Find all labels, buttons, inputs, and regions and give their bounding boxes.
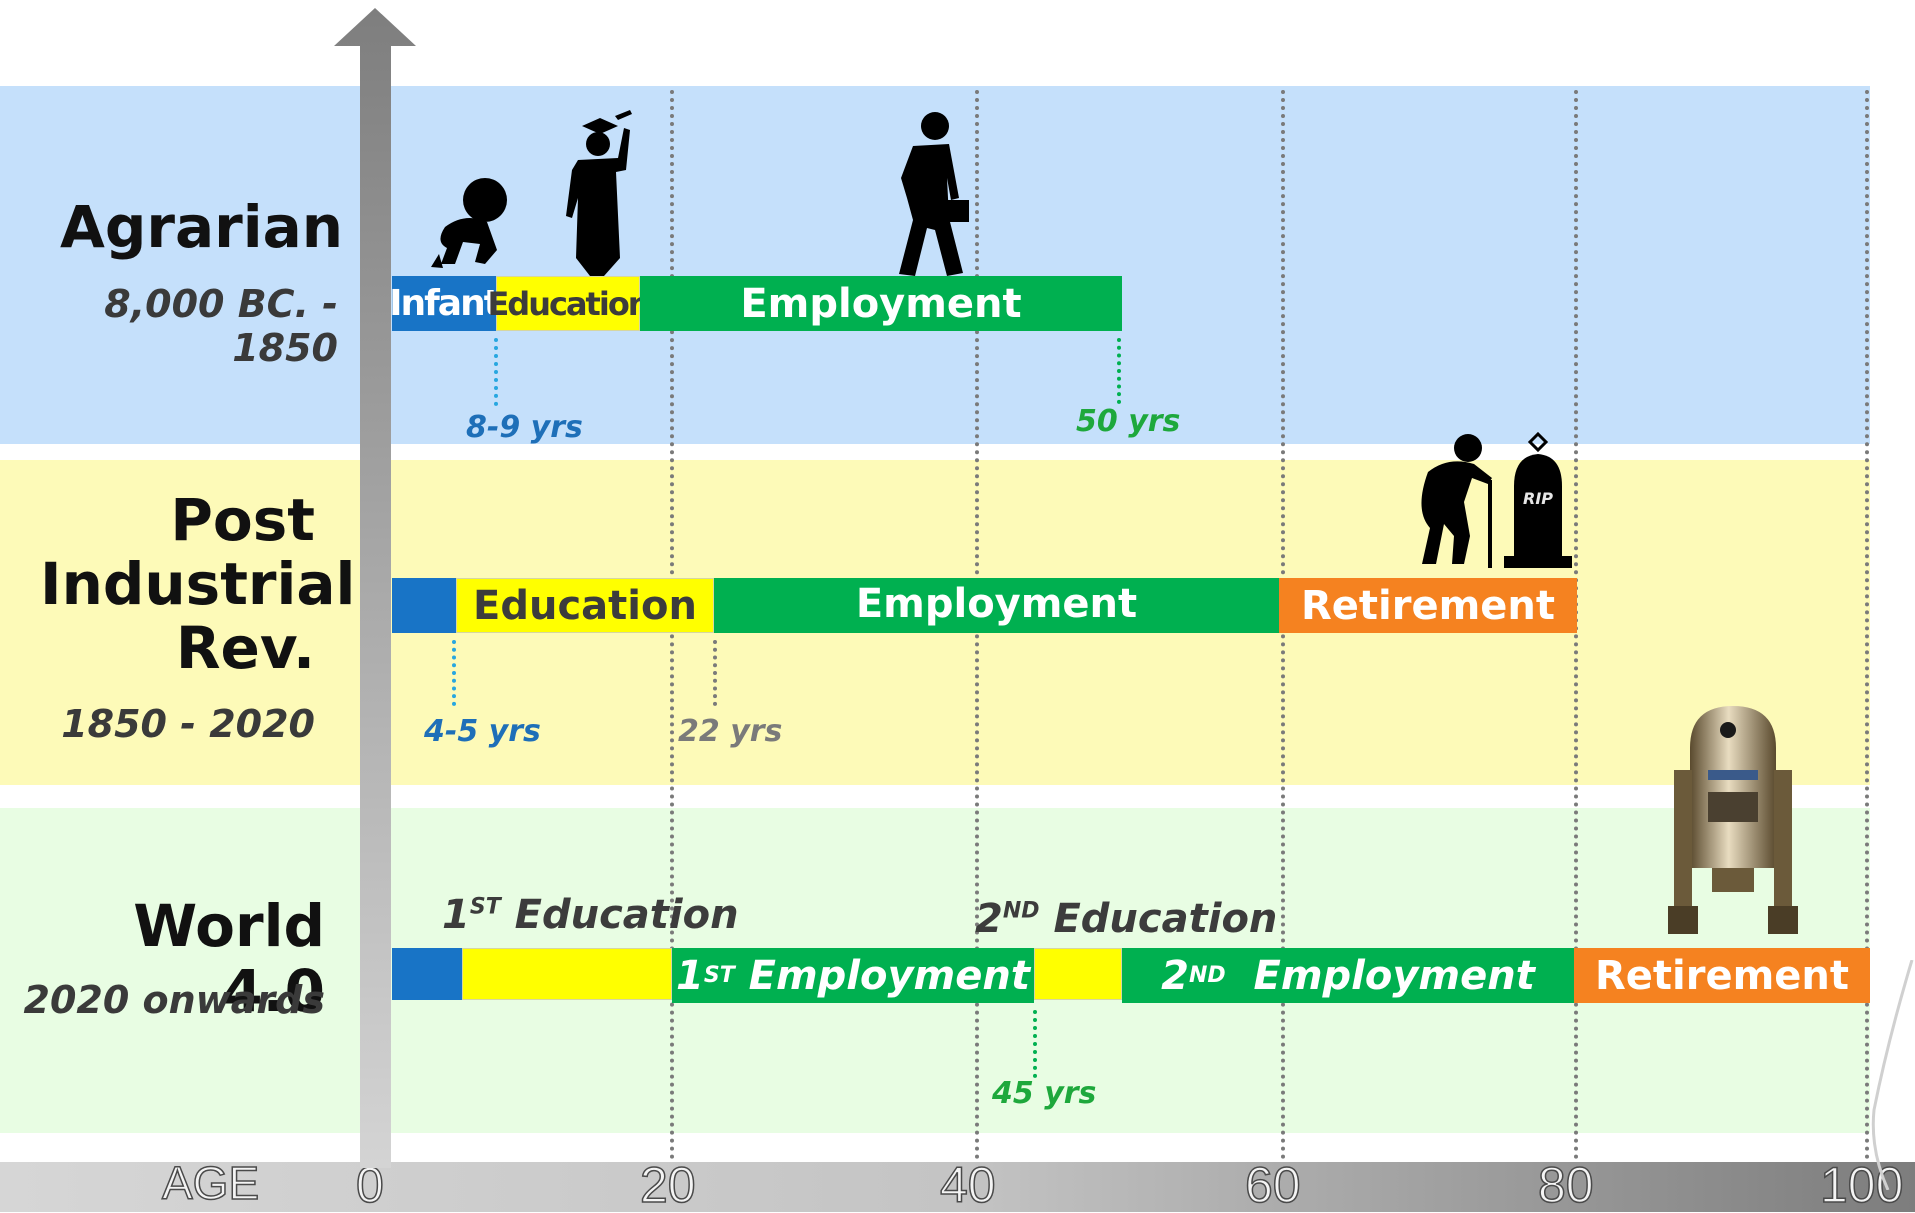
post-education-start-marker	[452, 640, 456, 706]
vertical-axis-arrow	[334, 8, 416, 1168]
agrarian-education-start-callout: 8-9 yrs	[466, 410, 583, 445]
post-employment-segment: Employment	[714, 578, 1279, 633]
era-agrarian-years: 8,000 BC. - 1850	[104, 282, 338, 370]
post-education-segment: Education	[456, 578, 714, 633]
tombstone-text: RIP	[1523, 489, 1553, 508]
era-post-title-line1: Post	[170, 486, 315, 554]
tombstone-icon: RIP	[1504, 432, 1572, 568]
agrarian-infant-segment: Infant	[389, 276, 501, 331]
era-world-years: 2020 onwards	[23, 978, 325, 1022]
era-agrarian-title: Agrarian	[60, 193, 344, 261]
post-employment-start-callout: 22 yrs	[678, 714, 783, 749]
decorative-curve	[1871, 960, 1914, 1190]
agrarian-education-segment: Education	[487, 276, 651, 331]
gridline-100	[1865, 90, 1869, 1160]
world-first-education-label: 1ST Education	[442, 892, 739, 938]
world-second-education-label: 2ND Education	[975, 896, 1278, 942]
post-infant-segment	[392, 578, 456, 633]
agrarian-employment-segment: Employment	[640, 276, 1122, 331]
post-education-start-callout: 4-5 yrs	[424, 714, 541, 749]
baby-crawling-icon	[431, 178, 507, 268]
post-retirement-segment: Retirement	[1279, 578, 1577, 633]
era-post-title-line2: Industrial	[40, 550, 356, 618]
agrarian-employment-end-marker	[1117, 338, 1121, 404]
era-post-title-line3: Rev.	[175, 614, 315, 682]
businessman-icon	[899, 112, 969, 276]
world-infant-segment	[392, 948, 462, 1000]
agrarian-education-start-marker	[494, 338, 498, 406]
robot-icon	[1668, 706, 1798, 934]
tick-60: 60	[1244, 1157, 1301, 1213]
elderly-cane-icon	[1421, 434, 1492, 568]
era-post-years: 1850 - 2020	[61, 702, 315, 746]
post-employment-start-marker	[713, 640, 717, 706]
world-retirement-segment: Retirement	[1574, 948, 1870, 1003]
graduate-icon	[566, 110, 632, 276]
tick-100: 100	[1819, 1157, 1904, 1213]
age-label: AGE	[161, 1157, 260, 1209]
tick-20: 20	[639, 1157, 696, 1213]
agrarian-employment-end-callout: 50 yrs	[1076, 404, 1181, 439]
age-strip	[0, 1162, 1915, 1212]
era-world-title: World 4.0	[133, 892, 325, 1025]
tick-80: 80	[1537, 1157, 1594, 1213]
world-second-education-segment	[1034, 948, 1122, 1000]
world-second-education-start-marker	[1033, 1010, 1037, 1078]
world-first-education-segment	[462, 948, 672, 1000]
world-second-education-start-callout: 45 yrs	[992, 1076, 1097, 1111]
tick-40: 40	[939, 1157, 996, 1213]
